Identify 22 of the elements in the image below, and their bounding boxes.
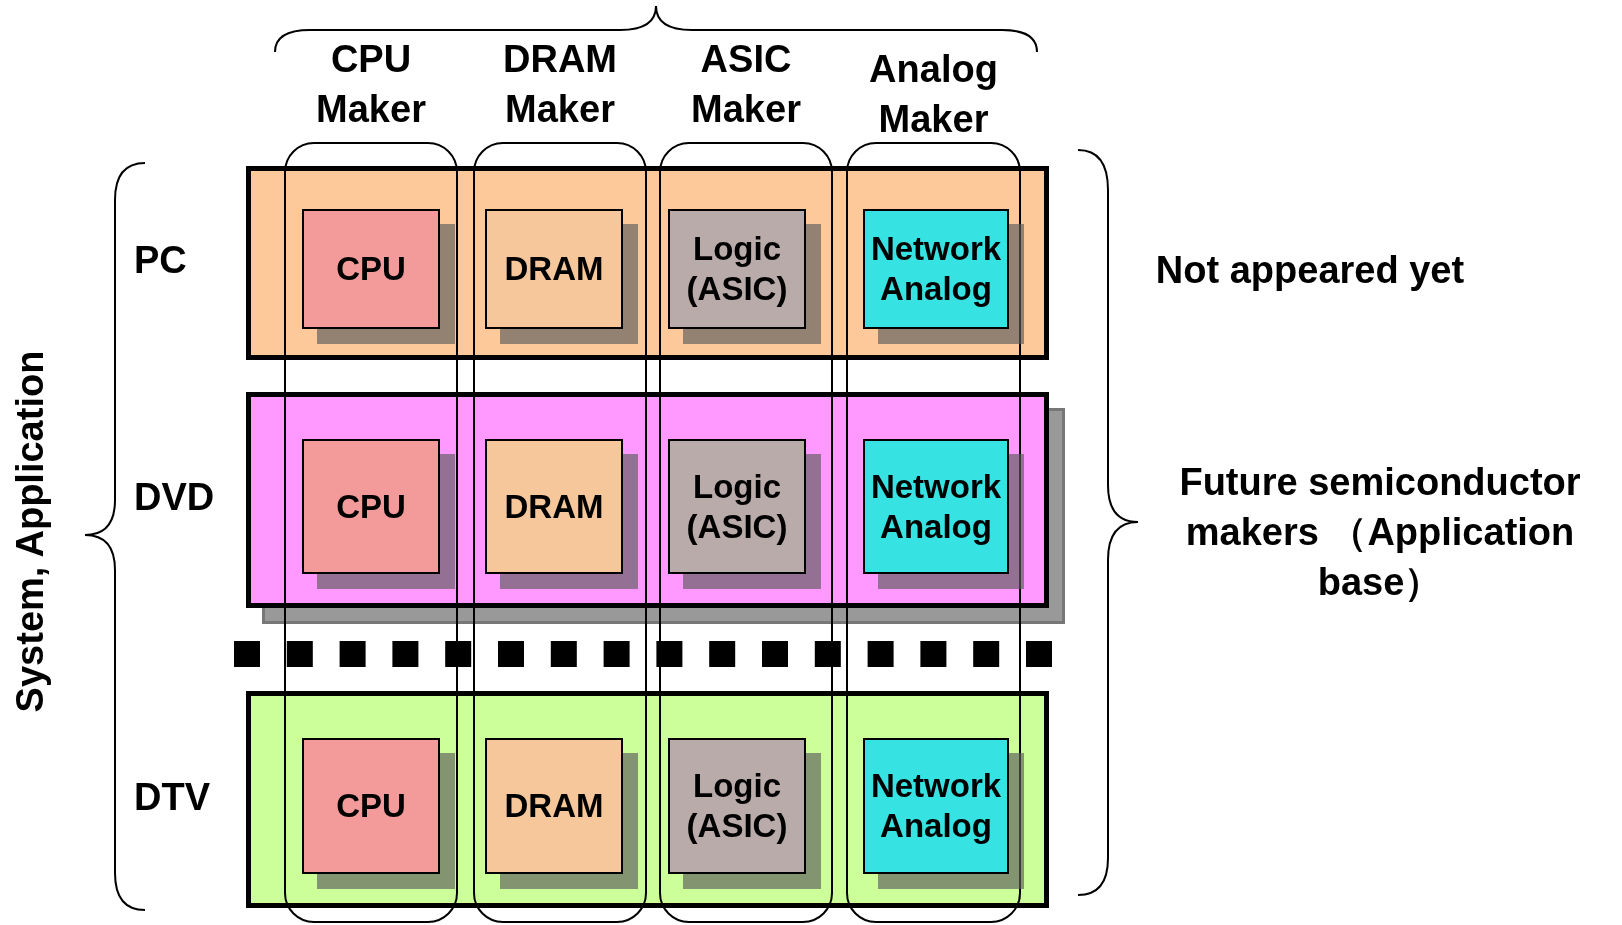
column-heading: ASIC Maker <box>690 37 802 132</box>
side-note: Future semiconductor makers （Application base） <box>1178 460 1582 605</box>
chip-block: Network Analog <box>863 209 1009 329</box>
column-heading: CPU Maker <box>315 37 427 132</box>
chip-block: Logic (ASIC) <box>668 209 806 329</box>
chip-block: Logic (ASIC) <box>668 439 806 574</box>
chip-block: Network Analog <box>863 738 1009 874</box>
chip-block: DRAM <box>485 738 623 874</box>
chip-block: CPU <box>302 209 440 329</box>
row-label: PC <box>134 239 187 282</box>
chip-block: Logic (ASIC) <box>668 738 806 874</box>
axis-label: System, Application <box>8 349 52 715</box>
chip-block: CPU <box>302 738 440 874</box>
row-label: DTV <box>134 775 210 819</box>
chip-block: CPU <box>302 439 440 574</box>
chip-block: DRAM <box>485 209 623 329</box>
chip-block: Network Analog <box>863 439 1009 574</box>
column-heading: DRAM Maker <box>502 37 618 132</box>
side-note: Not appeared yet <box>1154 248 1466 293</box>
chip-block: DRAM <box>485 439 623 574</box>
row-label: DVD <box>134 476 215 519</box>
column-heading: Analog Maker <box>868 47 999 142</box>
